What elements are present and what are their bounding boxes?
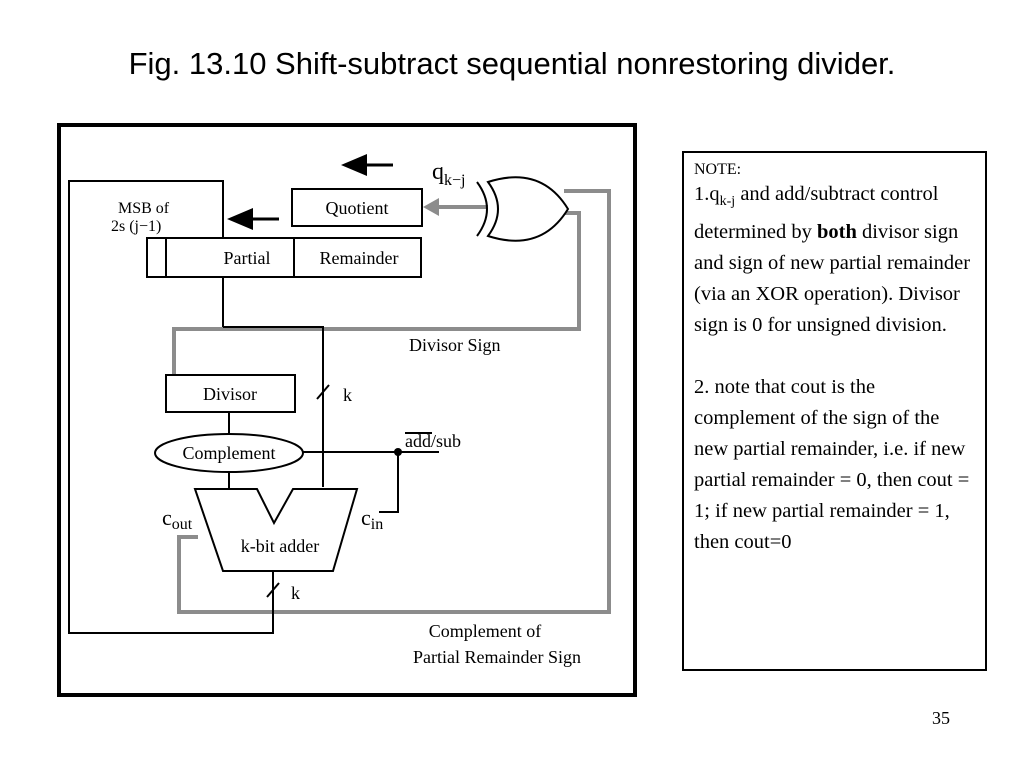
- q-label: q: [432, 159, 444, 185]
- divisor-label: Divisor: [203, 384, 257, 404]
- page-number: 35: [932, 708, 950, 728]
- add-sub-rest: /sub: [431, 431, 461, 451]
- k-label-1: k: [343, 385, 352, 405]
- quotient-box: [291, 188, 423, 227]
- divisor-sign-label: Divisor Sign: [409, 335, 501, 355]
- msb-label-part-a: 2s (j: [111, 218, 139, 235]
- divisor-box: [165, 374, 296, 413]
- cout-label: cout: [162, 505, 193, 533]
- quotient-shift-arrow: [341, 154, 393, 176]
- cin-label: cin: [361, 505, 383, 533]
- k-slash-2: [266, 582, 280, 598]
- cout-c: c: [162, 505, 172, 530]
- msb-label-line1: MSB of: [118, 200, 170, 217]
- partial-label: Partial: [224, 248, 271, 268]
- quotient-label: Quotient: [326, 198, 389, 218]
- divider-diagram: MSB of 2s (j−1) Quotient qk−j Partial Re…: [57, 123, 637, 697]
- cin-wire: [379, 452, 399, 513]
- cout-subscript: out: [172, 516, 193, 533]
- note-p1-mid: and add/subtract control determined by: [694, 183, 939, 244]
- remainder-down-wire: [223, 326, 324, 487]
- complement-of-label-line1: Complement of: [429, 621, 541, 641]
- add-sub-junction-dot: [394, 448, 402, 456]
- k-slash-1: [316, 384, 330, 400]
- note-heading: NOTE:: [694, 161, 742, 178]
- add-sub-overlined-part: add: [405, 431, 431, 451]
- adder-label: k-bit adder: [241, 536, 319, 556]
- black-wires: [68, 180, 439, 634]
- adder-shape: [193, 488, 359, 572]
- slide-title: Fig. 13.10 Shift-subtract sequential non…: [128, 46, 896, 81]
- cin-subscript: in: [371, 516, 383, 533]
- divisor-sign-wire: [172, 211, 581, 375]
- msb-label-line2: 2s (j−1): [111, 218, 161, 235]
- left-feedback-wire: [68, 180, 274, 634]
- cin-c: c: [361, 505, 371, 530]
- q-k-j-label: qk−j: [432, 159, 465, 189]
- gray-wires: [172, 189, 611, 614]
- msb-box: [146, 237, 167, 278]
- note-box: NOTE: 1.qk-j and add/subtract control de…: [682, 151, 987, 671]
- xor-quotient-arrowhead: [423, 198, 439, 216]
- complement-ellipse: [154, 433, 304, 473]
- note-p1-start: 1.q: [694, 183, 720, 205]
- complement-of-label-line2: Partial Remainder Sign: [413, 647, 581, 667]
- remainder-label: Remainder: [320, 248, 399, 268]
- xor-gate: [476, 176, 570, 242]
- note-paragraph-1: 1.qk-j and add/subtract control determin…: [694, 179, 977, 341]
- xor-gate-body: [486, 176, 570, 242]
- divider-diagram-svg: MSB of 2s (j−1) Quotient qk−j Partial Re…: [68, 154, 611, 667]
- add-sub-label: add/sub: [405, 431, 461, 451]
- note-p1-end: divisor sign and sign of new partial rem…: [694, 221, 971, 337]
- q-subscript: k−j: [444, 172, 465, 189]
- note-paragraph-2: 2. note that cout is the complement of t…: [694, 376, 970, 554]
- remainder-shift-arrow: [227, 208, 279, 230]
- k-label-2: k: [291, 583, 300, 603]
- xor-gate-extra-arc: [476, 181, 488, 237]
- note-p1-bold: both: [816, 221, 857, 244]
- complement-label: Complement: [183, 443, 276, 463]
- note-p1-subscript: k-j: [719, 194, 736, 210]
- msb-label-part-b: −1): [139, 218, 161, 235]
- complement-sign-wire: [177, 189, 611, 614]
